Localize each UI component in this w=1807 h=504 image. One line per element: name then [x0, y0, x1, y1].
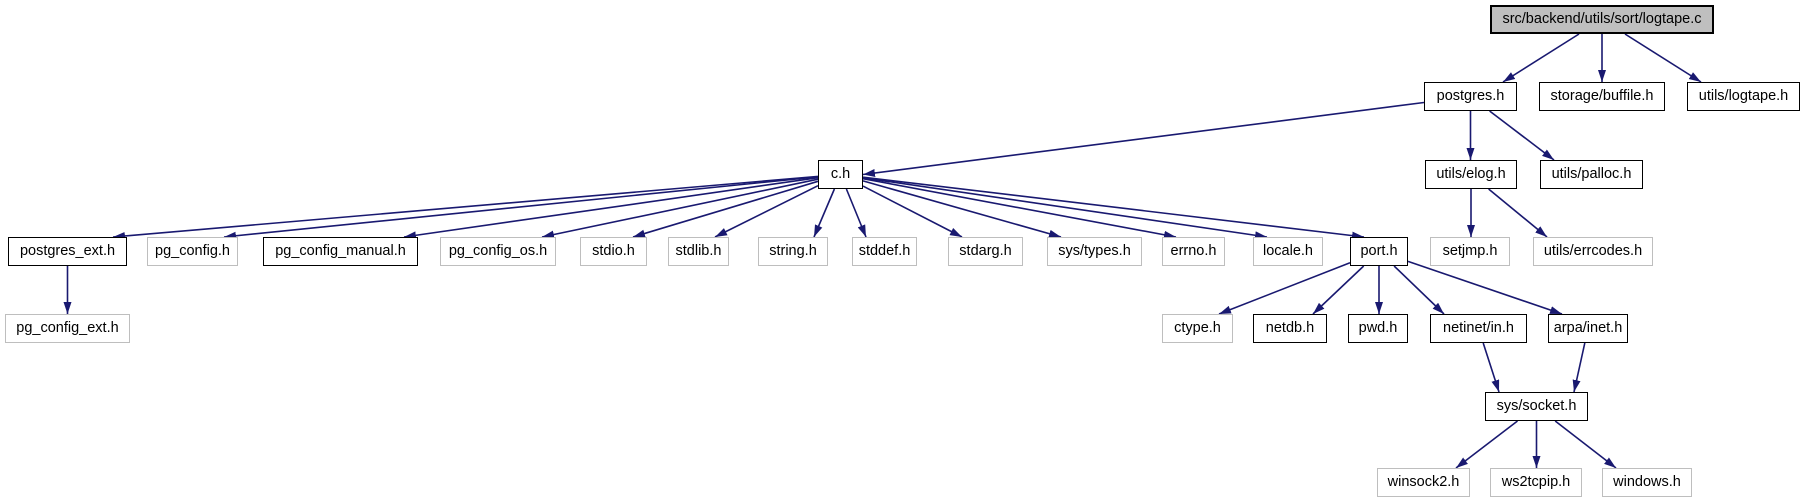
node-errno-h: errno.h	[1162, 237, 1225, 266]
node-windows-h: windows.h	[1602, 468, 1692, 497]
node-sys-types-h: sys/types.h	[1047, 237, 1142, 266]
node-buffile-h[interactable]: storage/buffile.h	[1539, 82, 1665, 111]
edge-c-h-to-sys-types-h	[862, 180, 1062, 238]
edge-c-h-to-pg-config-os-h	[541, 178, 819, 239]
node-elog-h[interactable]: utils/elog.h	[1425, 160, 1517, 189]
edge-c-h-to-pg-config-manual-h	[403, 176, 819, 240]
edge-c-h-to-postgres-ext-h	[112, 175, 819, 240]
node-sys-socket-h[interactable]: sys/socket.h	[1485, 392, 1588, 421]
node-pg-config-manual-h[interactable]: pg_config_manual.h	[263, 237, 418, 266]
edge-port-h-to-netdb-h	[1312, 265, 1365, 315]
edge-sys-socket-h-to-windows-h	[1554, 420, 1617, 469]
node-arpa-inet-h[interactable]: arpa/inet.h	[1548, 314, 1628, 343]
edge-elog-h-to-errcodes-h	[1488, 188, 1548, 238]
node-stddef-h: stddef.h	[852, 237, 917, 266]
edge-port-h-to-ctype-h	[1218, 262, 1351, 315]
node-pg-config-h: pg_config.h	[147, 237, 238, 266]
edge-c-h-to-string-h	[813, 188, 836, 238]
edge-sys-socket-h-to-winsock2-h	[1455, 420, 1518, 469]
edge-postgres-h-to-c-h	[862, 101, 1425, 177]
node-palloc-h[interactable]: utils/palloc.h	[1540, 160, 1643, 189]
edges-group	[63, 33, 1702, 469]
edge-c-h-to-locale-h	[862, 177, 1268, 240]
edge-arpa-inet-h-to-sys-socket-h	[1572, 342, 1586, 393]
node-logtape-h[interactable]: utils/logtape.h	[1687, 82, 1800, 111]
node-stdarg-h: stdarg.h	[948, 237, 1023, 266]
edge-c-h-to-stdarg-h	[862, 185, 963, 238]
node-setjmp-h: setjmp.h	[1430, 237, 1510, 266]
node-stdio-h: stdio.h	[580, 237, 647, 266]
edge-c-h-to-stdlib-h	[714, 184, 819, 238]
node-postgres-h[interactable]: postgres.h	[1424, 82, 1517, 111]
edge-postgres-h-to-palloc-h	[1489, 110, 1555, 161]
node-pg-config-ext-h: pg_config_ext.h	[5, 314, 130, 343]
edge-port-h-to-arpa-inet-h	[1407, 260, 1563, 315]
node-pwd-h[interactable]: pwd.h	[1348, 314, 1408, 343]
edge-c-h-to-port-h	[862, 176, 1365, 240]
node-winsock2-h: winsock2.h	[1377, 468, 1470, 497]
edge-port-h-to-netinet-in-h	[1393, 265, 1445, 315]
node-logtape-c: src/backend/utils/sort/logtape.c	[1490, 5, 1714, 34]
node-netdb-h[interactable]: netdb.h	[1253, 314, 1327, 343]
node-ctype-h: ctype.h	[1162, 314, 1233, 343]
edge-c-h-to-stdio-h	[632, 180, 819, 238]
edge-c-h-to-stddef-h	[845, 188, 867, 238]
node-errcodes-h: utils/errcodes.h	[1533, 237, 1653, 266]
edge-netinet-in-h-to-sys-socket-h	[1482, 342, 1500, 393]
node-port-h[interactable]: port.h	[1350, 237, 1408, 266]
node-locale-h: locale.h	[1253, 237, 1323, 266]
node-ws2tcpip-h: ws2tcpip.h	[1490, 468, 1582, 497]
node-postgres-ext-h[interactable]: postgres_ext.h	[8, 237, 127, 266]
edge-c-h-to-errno-h	[862, 177, 1177, 239]
edge-logtape-c-to-logtape-h	[1624, 33, 1702, 83]
node-pg-config-os-h: pg_config_os.h	[440, 237, 556, 266]
node-c-h[interactable]: c.h	[818, 160, 863, 189]
node-string-h: string.h	[758, 237, 828, 266]
node-stdlib-h: stdlib.h	[668, 237, 729, 266]
edge-logtape-c-to-postgres-h	[1502, 33, 1580, 83]
node-netinet-in-h[interactable]: netinet/in.h	[1430, 314, 1527, 343]
edge-c-h-to-pg-config-h	[223, 176, 819, 240]
